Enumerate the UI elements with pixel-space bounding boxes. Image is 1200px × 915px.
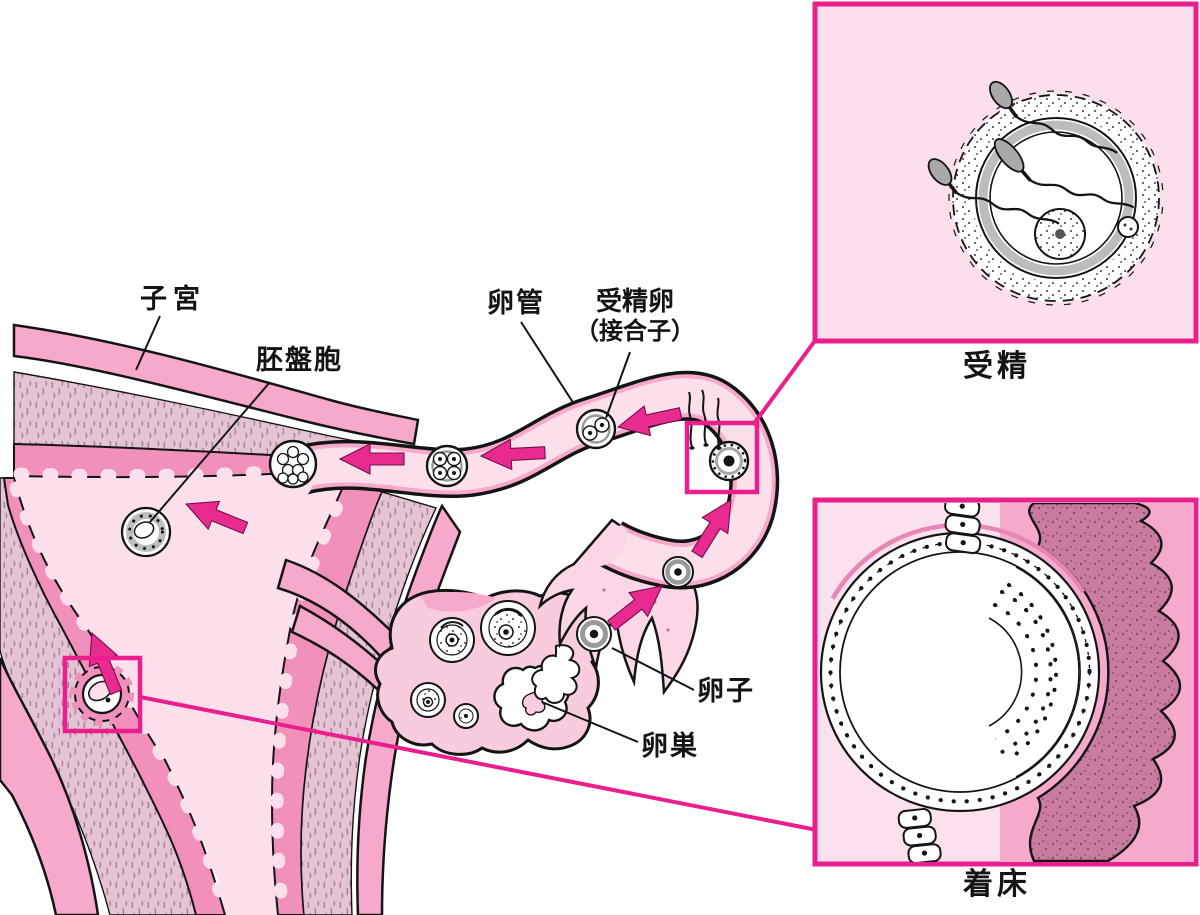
sperm xyxy=(927,80,1135,225)
label-ovary: 卵巣 xyxy=(641,731,699,761)
label-fertilized-egg-line1: 受精卵 xyxy=(595,286,674,316)
ovarian-follicle xyxy=(410,682,446,718)
label-uterus: 子宮 xyxy=(140,284,206,314)
callouts xyxy=(62,336,819,832)
implanting-blastocyst xyxy=(818,522,1110,822)
label-fertilization-inset: 受精 xyxy=(963,350,1031,383)
fertilization-callout-box xyxy=(684,420,760,495)
zygote-cell xyxy=(708,440,750,482)
released-ovum xyxy=(576,616,612,652)
label-implantation-inset: 着床 xyxy=(963,868,1031,901)
ovarian-follicle xyxy=(480,600,536,656)
fertilization-inset xyxy=(812,1,1199,344)
morula-cell xyxy=(268,439,318,489)
ruptured-follicle xyxy=(531,644,581,704)
uterus-outer-layer-lower xyxy=(0,657,100,915)
label-ovum: 卵子 xyxy=(697,676,755,706)
label-blastocyst: 胚盤胞 xyxy=(256,345,343,375)
uterine-epithelium-cells xyxy=(897,503,982,862)
ovarian-follicle xyxy=(453,703,479,729)
four-cell-stage xyxy=(425,444,469,488)
implantation-inset xyxy=(812,497,1199,867)
label-oviduct: 卵管 xyxy=(487,288,545,318)
uterine-cavity xyxy=(14,466,352,915)
label-fertilized-egg: 受精卵 （接合子） xyxy=(555,286,715,345)
ovary xyxy=(374,588,602,756)
leader-lines xyxy=(135,315,695,743)
implantation-callout-box xyxy=(62,655,143,734)
sperm-tails-at-fertilization-site xyxy=(688,389,722,450)
ovarian-follicle xyxy=(429,617,475,663)
endometrium-tissue xyxy=(1028,503,1182,862)
fertilization-callout-line xyxy=(751,336,819,427)
label-zygote-paren: （接合子） xyxy=(575,317,695,345)
uterus-outer-layer xyxy=(12,323,420,446)
ovum-in-tube xyxy=(662,556,694,588)
implantation-callout-line xyxy=(139,695,818,832)
polar-body xyxy=(1117,216,1139,238)
blastocyst-in-cavity xyxy=(120,506,172,558)
two-cell-stage xyxy=(575,408,617,450)
inner-cell-mass xyxy=(987,566,1080,778)
